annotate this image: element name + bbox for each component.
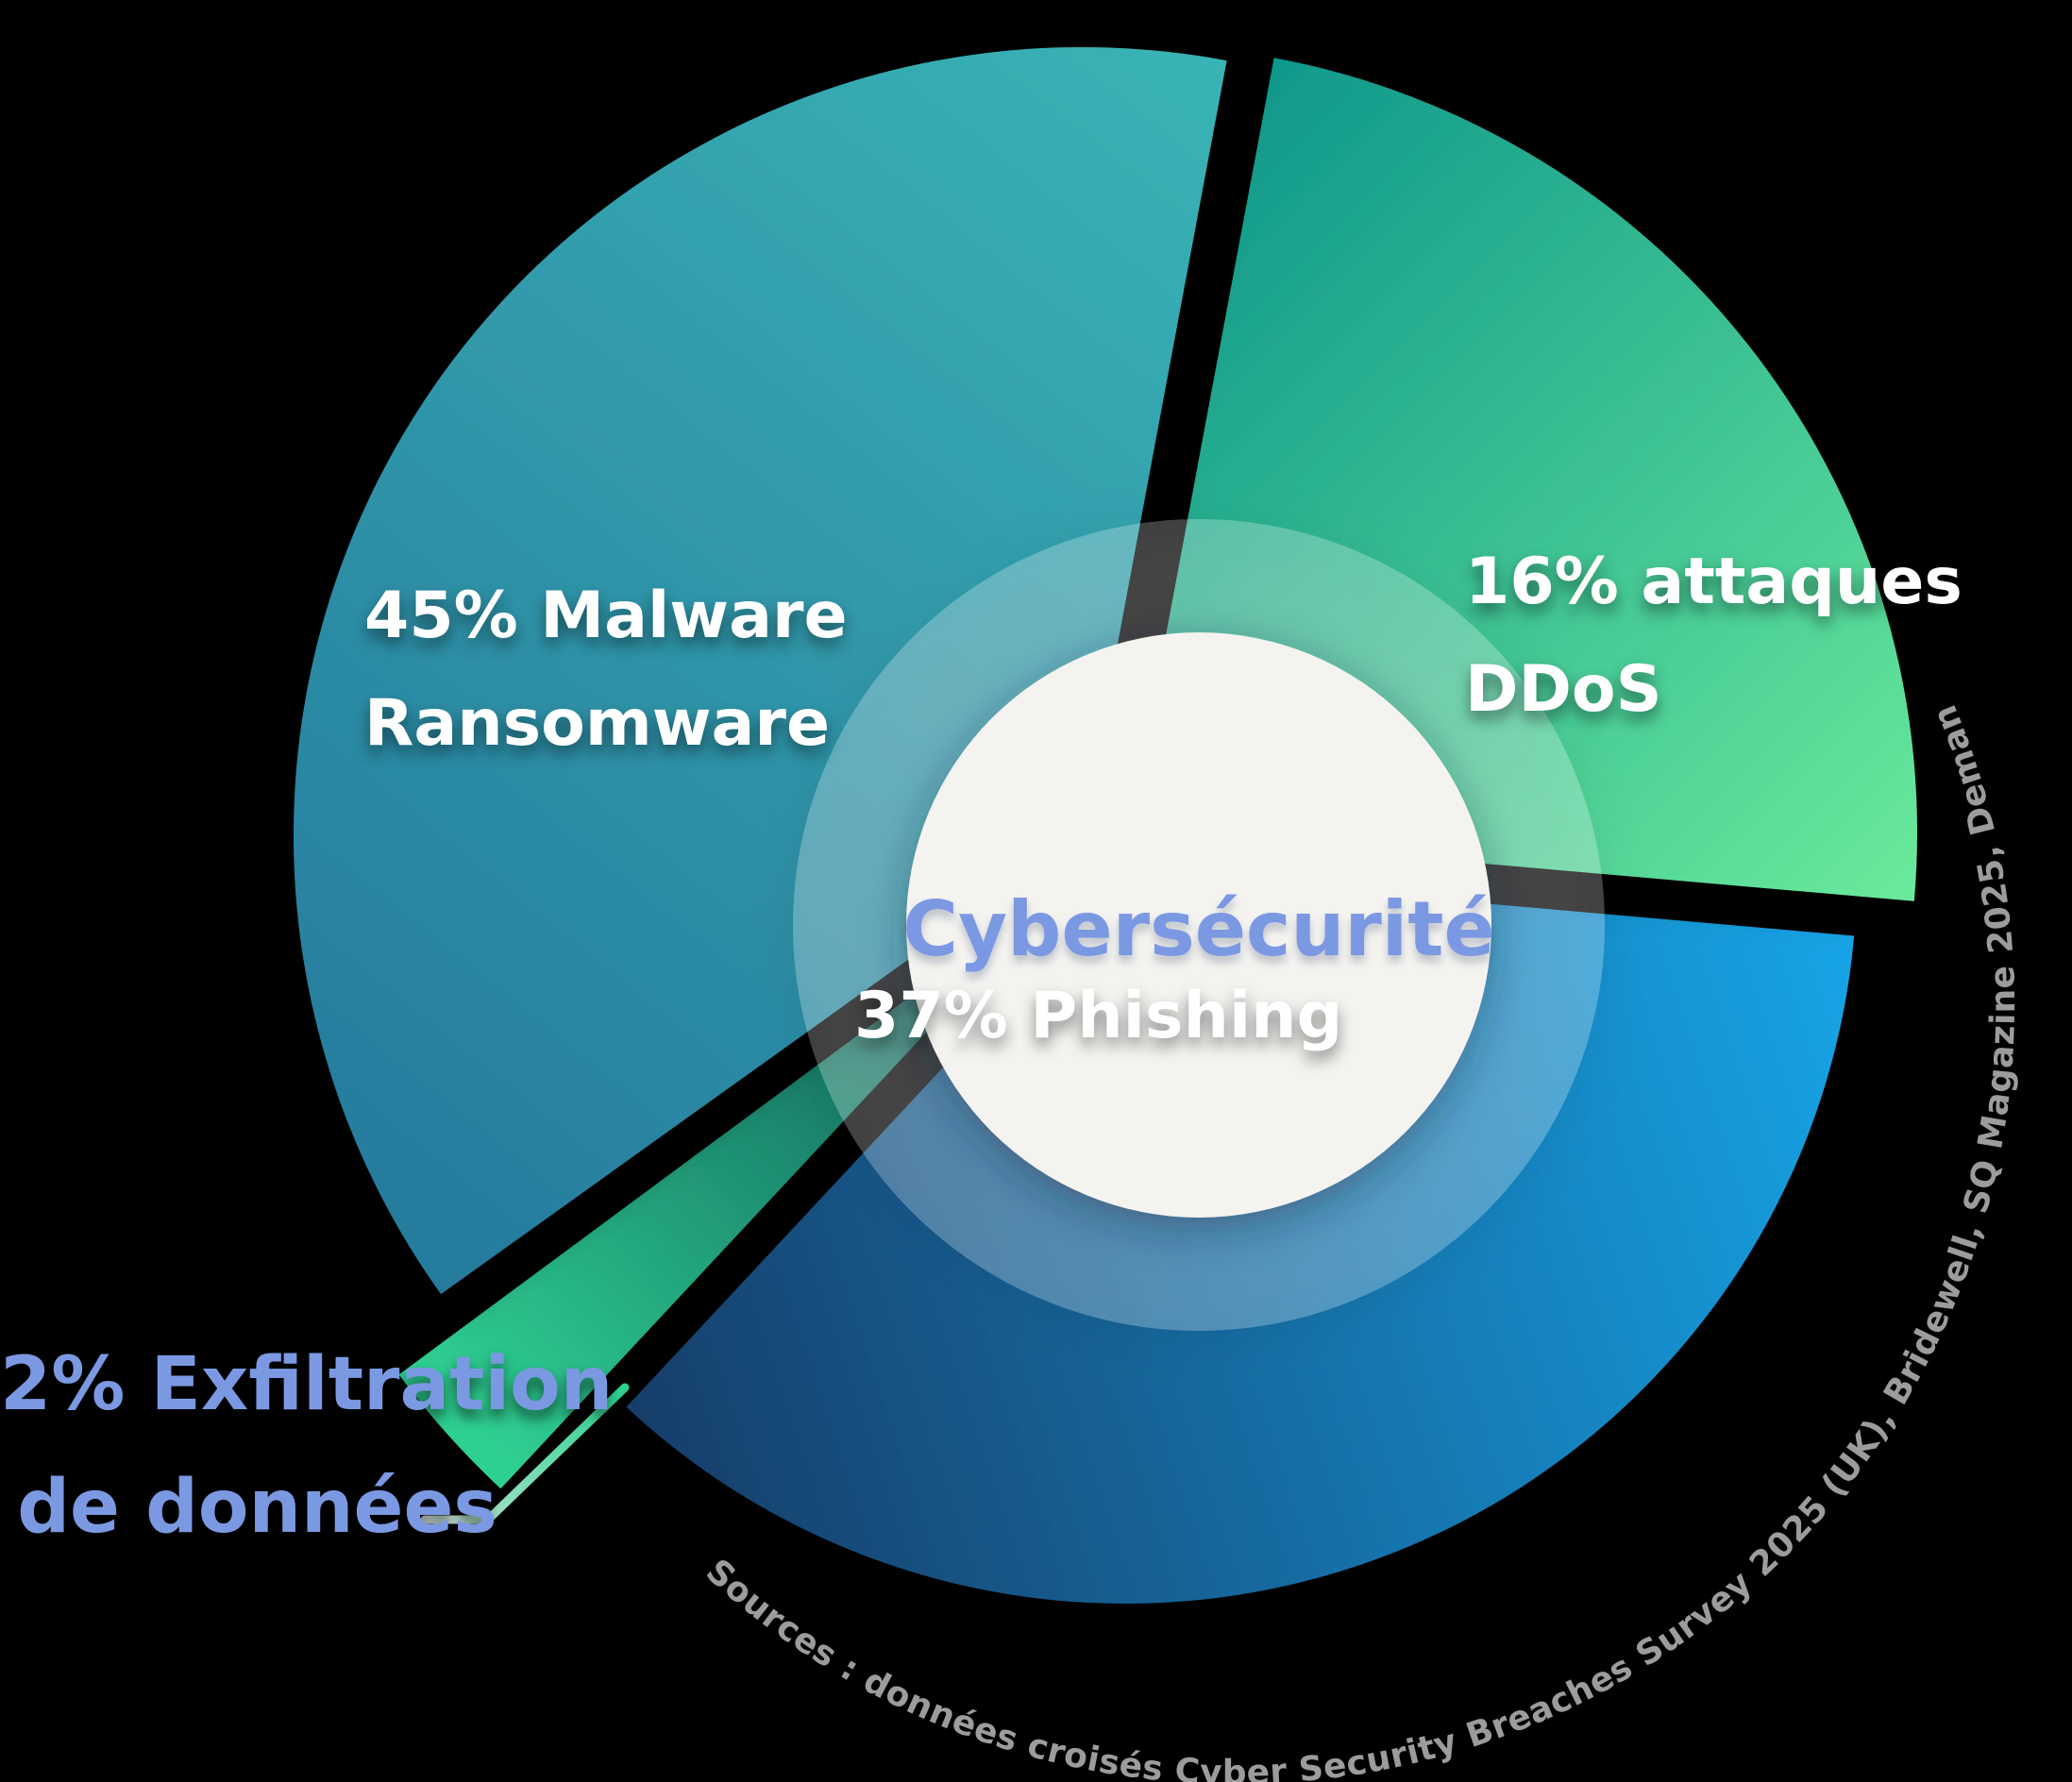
label-phishing-line1: 37% Phishing — [854, 979, 1343, 1053]
exfiltration-leader-line — [420, 1383, 630, 1524]
label-phishing: 37% Phishing — [854, 963, 1342, 1070]
label-malware-line1: 45% Malware — [364, 579, 848, 653]
label-ddos: 16% attaques DDoS — [1465, 529, 1963, 744]
label-exfiltration-line1: 2% Exfiltration — [0, 1342, 614, 1427]
center-circle — [906, 632, 1491, 1218]
label-malware: 45% Malware Ransomware — [364, 563, 848, 778]
label-exfiltration-line2: de données — [17, 1465, 497, 1550]
label-ddos-line2: DDoS — [1465, 652, 1662, 727]
center-title: Cybersécurité — [902, 885, 1495, 973]
label-malware-line2: Ransomware — [364, 686, 831, 761]
label-exfiltration: 2% Exfiltration de données — [0, 1323, 614, 1569]
pie-slice-malware — [293, 46, 1227, 1295]
label-ddos-line1: 16% attaques — [1465, 545, 1963, 619]
